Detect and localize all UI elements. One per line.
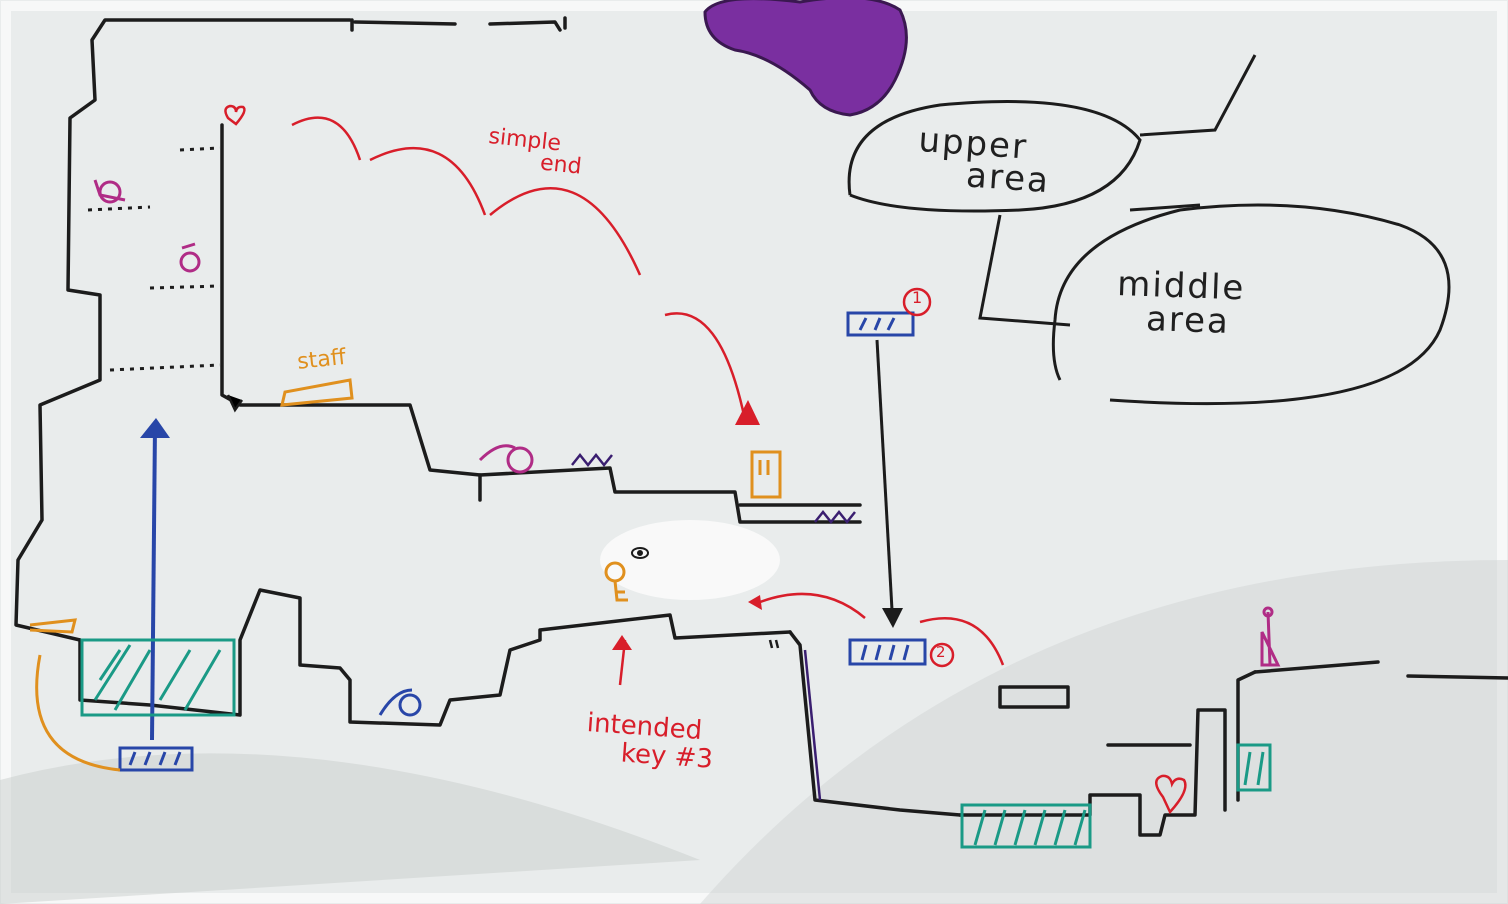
heart-icon xyxy=(1155,774,1187,815)
simple-end-label: simple end xyxy=(487,124,583,180)
heart-icon xyxy=(224,104,246,126)
arrow-head xyxy=(140,418,170,438)
key-icon xyxy=(604,561,628,602)
arrow-head xyxy=(882,608,903,628)
spike-icon xyxy=(571,452,856,801)
marker-2-label: 2 xyxy=(936,643,946,661)
jump-arcs xyxy=(291,116,1005,686)
arrow-head xyxy=(748,595,762,610)
arrow-head xyxy=(735,400,760,425)
orange-items xyxy=(29,378,782,772)
blue-platforms xyxy=(118,311,927,772)
intended-key-label: intended key #3 xyxy=(585,708,714,775)
upper-area-label: upper area xyxy=(917,120,1052,202)
blue-up-arrow xyxy=(150,424,157,741)
middle-area-label: middle area xyxy=(1116,264,1247,342)
snail-enemy-icon xyxy=(93,179,1281,667)
glare xyxy=(600,520,780,600)
snail-enemy-icon xyxy=(378,688,422,717)
staff-label: staff xyxy=(296,344,348,375)
area-bubbles xyxy=(847,54,1451,406)
eraser xyxy=(703,0,908,117)
teal-water-blocks xyxy=(80,638,1272,849)
black-down-arrow xyxy=(875,339,894,611)
marker-circle xyxy=(929,642,955,668)
shadow xyxy=(700,560,1508,904)
level-outline xyxy=(14,16,1508,837)
tick-marks xyxy=(226,394,780,649)
marker-1-label: 1 xyxy=(912,288,923,307)
arrow-head xyxy=(612,635,632,650)
marker-circle xyxy=(902,287,932,317)
eye-icon xyxy=(631,547,649,559)
shadow xyxy=(0,753,700,904)
dotted-ledges xyxy=(87,146,221,372)
